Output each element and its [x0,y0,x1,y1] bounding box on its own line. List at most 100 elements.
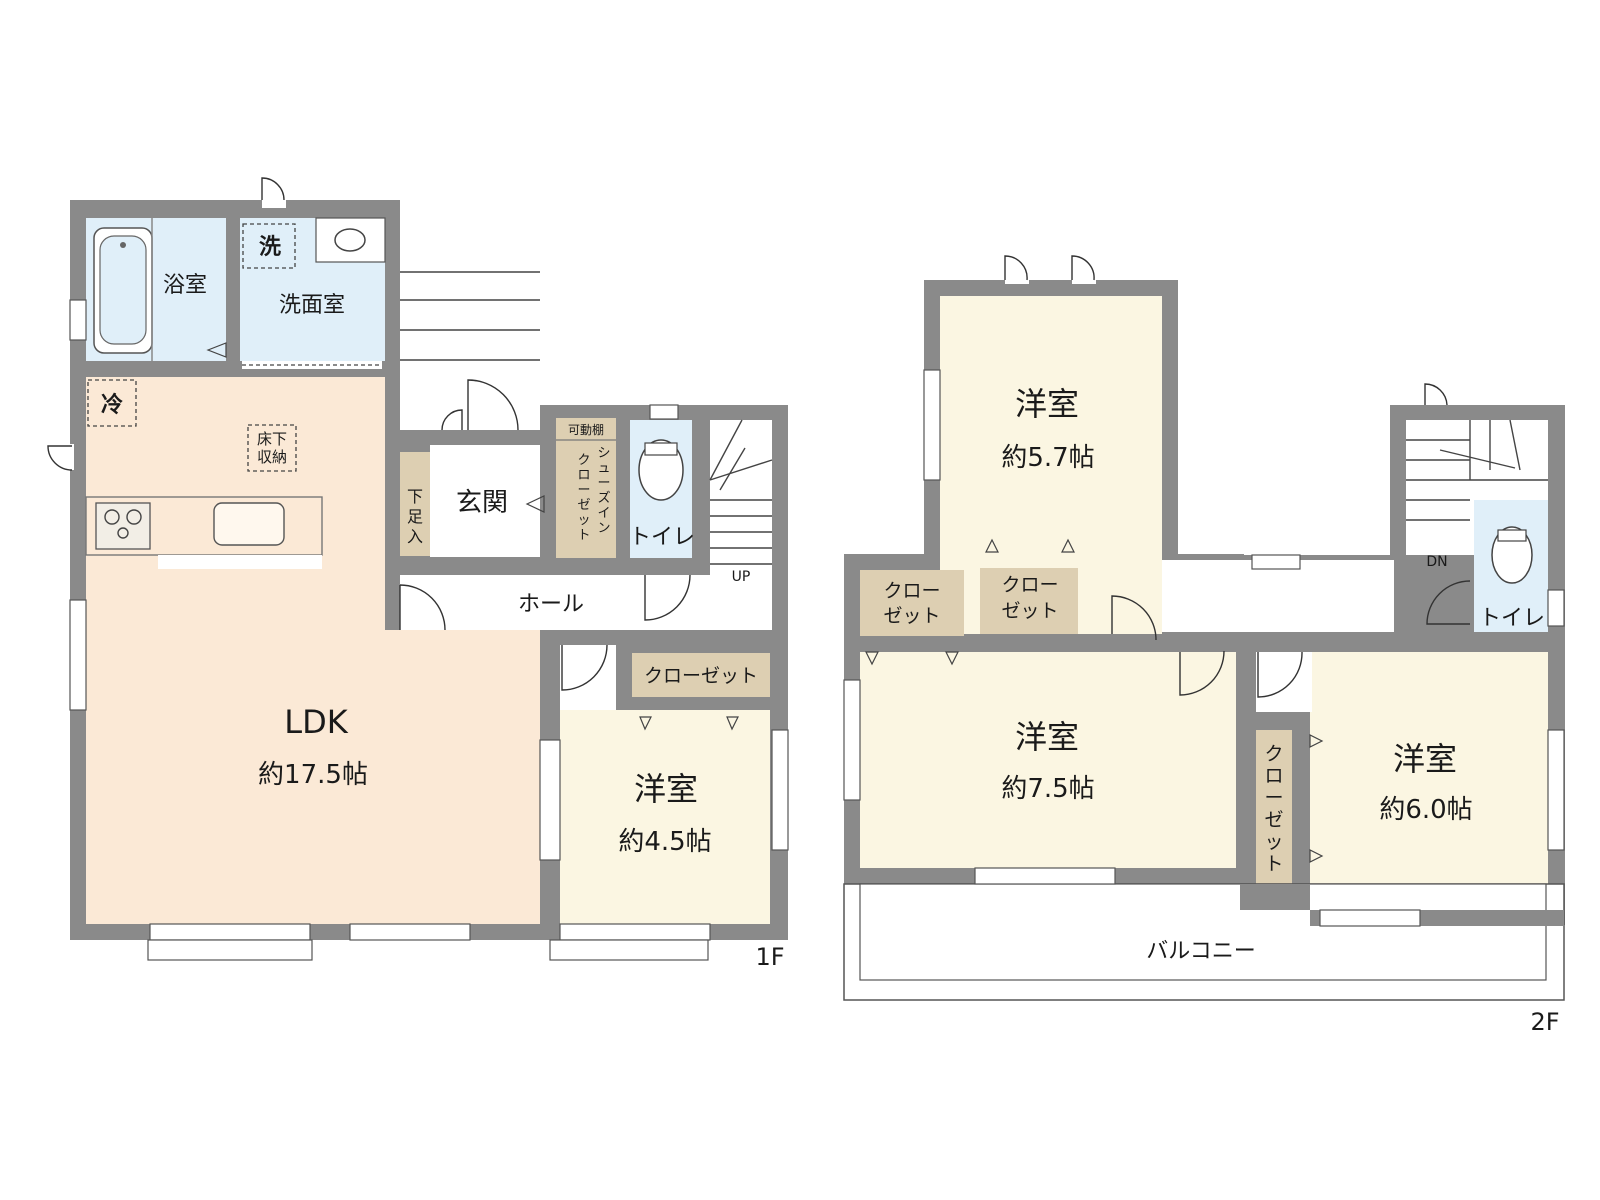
label-shoes-c1-2: ュ [597,461,610,476]
window [649,404,679,420]
room-6-0-area [1310,652,1548,910]
fridge-mark-box [87,379,137,427]
room-6-0-door[interactable] [1257,651,1303,698]
label-closet-c-1: ク [1264,743,1283,765]
label-balcony: バルコニー [1146,939,1256,964]
label-closet-c-6: ト [1264,853,1283,875]
closet-door-mark [1309,734,1324,748]
window [843,679,861,801]
top-window-door[interactable] [1071,255,1095,281]
back-door[interactable] [261,177,285,201]
label-shoes-c2-6: ト [577,528,590,543]
label-closet-c-4: ゼ [1264,809,1283,831]
label-shoes-c2-1: ク [577,453,590,468]
sink [334,228,366,252]
closet-door-mark [945,651,959,666]
label-closet-a-2: ゼット [883,605,940,627]
window [1547,729,1565,851]
washer-mark-box [242,223,296,269]
window-opening [1072,270,1096,284]
window [1251,554,1301,570]
floor-1: 浴室 洗面室 洗 冷 床下 収納 LDK 約17.5帖 玄関 下 足 入 可動棚… [47,177,789,971]
room-4-5-area [560,710,770,924]
toilet-door[interactable] [644,574,691,621]
shoe-box-area [400,452,430,556]
label-shoes-c1-6: ン [597,521,610,536]
label-ldk-size: 約17.5帖 [258,760,368,790]
ldk-side-door[interactable] [47,445,73,471]
stair-arrow [1439,449,1516,469]
stair-window-door[interactable] [1424,383,1448,406]
entrance-sub-door[interactable] [441,409,463,431]
closet-1f-area [632,653,770,697]
window [1319,909,1421,927]
room-6-0-entry [1256,652,1312,712]
label-toilet-1f: トイレ [629,525,695,550]
label-shoes-c2-5: ッ [577,513,590,528]
label-shoes-c1-1: シ [597,446,610,461]
label-dn: DN [1426,554,1447,570]
label-shoes-c1-4: ズ [597,490,610,506]
bath-drain [120,242,126,248]
label-entrance: 玄関 [456,488,508,518]
toilet-2f-door[interactable] [1426,580,1471,625]
ldk-hall-door[interactable] [399,584,446,631]
closet-2f-a-area [860,570,964,636]
label-room-6-0-size: 約6.0帖 [1379,795,1472,825]
label-shoe-box-1: 下 [407,487,423,506]
label-closet-c-3: ー [1264,787,1283,809]
window [69,299,87,341]
label-underfloor-2: 収納 [257,448,287,466]
closet-door-mark [1309,849,1324,863]
room-5-7-door[interactable] [1111,595,1157,641]
closet-2f-c-area [1256,730,1292,910]
burner-1 [104,509,120,525]
window [349,923,471,941]
label-fridge: 冷 [101,392,123,418]
label-shoe-box-3: 入 [407,527,423,546]
window [69,599,87,711]
window-sill [147,939,313,961]
toilet-tank [644,442,678,456]
label-hall: ホール [518,592,584,617]
room-4-5-door[interactable] [561,644,608,691]
label-2f: 2F [1530,1008,1559,1036]
label-shoe-box-2: 足 [407,507,423,526]
entrance-step-mark [525,495,545,513]
room-7-5-door[interactable] [1179,650,1225,696]
label-shoes-c1-3: ー [597,476,610,491]
label-shoes-c1-5: イ [597,506,610,521]
label-closet-c-2: ロ [1264,765,1283,787]
back-door-opening [262,196,286,208]
label-washroom: 洗面室 [279,293,345,318]
label-washer: 洗 [259,235,281,260]
label-up: UP [732,569,751,585]
closet-door-mark [865,651,879,666]
label-closet-a-1: クロー [883,580,940,602]
room-4-5-entry [560,645,616,710]
stove [95,502,151,550]
window [771,729,789,851]
stair-exterior [400,250,540,430]
window [923,369,941,481]
bath-door-mark [206,342,227,358]
label-bath: 浴室 [163,273,207,298]
closet-2f-b-area [980,568,1078,634]
stair-winder [709,419,743,481]
closet-door-mark [1061,538,1075,553]
label-closet-c-5: ッ [1264,831,1283,853]
label-underfloor-1: 床下 [257,430,287,448]
ldk-side-door-opening [60,444,74,470]
label-shoes-c2-4: ゼ [577,498,590,513]
label-closet-b-2: ゼット [1001,600,1058,622]
sink-counter [315,217,386,263]
entrance-door[interactable] [467,379,519,431]
burner-3 [117,527,129,539]
window [539,739,561,861]
hall-area [400,575,772,630]
label-shoes-c2-3: ー [577,483,590,498]
window [974,867,1116,885]
top-window-door[interactable] [1004,255,1028,281]
bathtub-inner [99,235,147,345]
